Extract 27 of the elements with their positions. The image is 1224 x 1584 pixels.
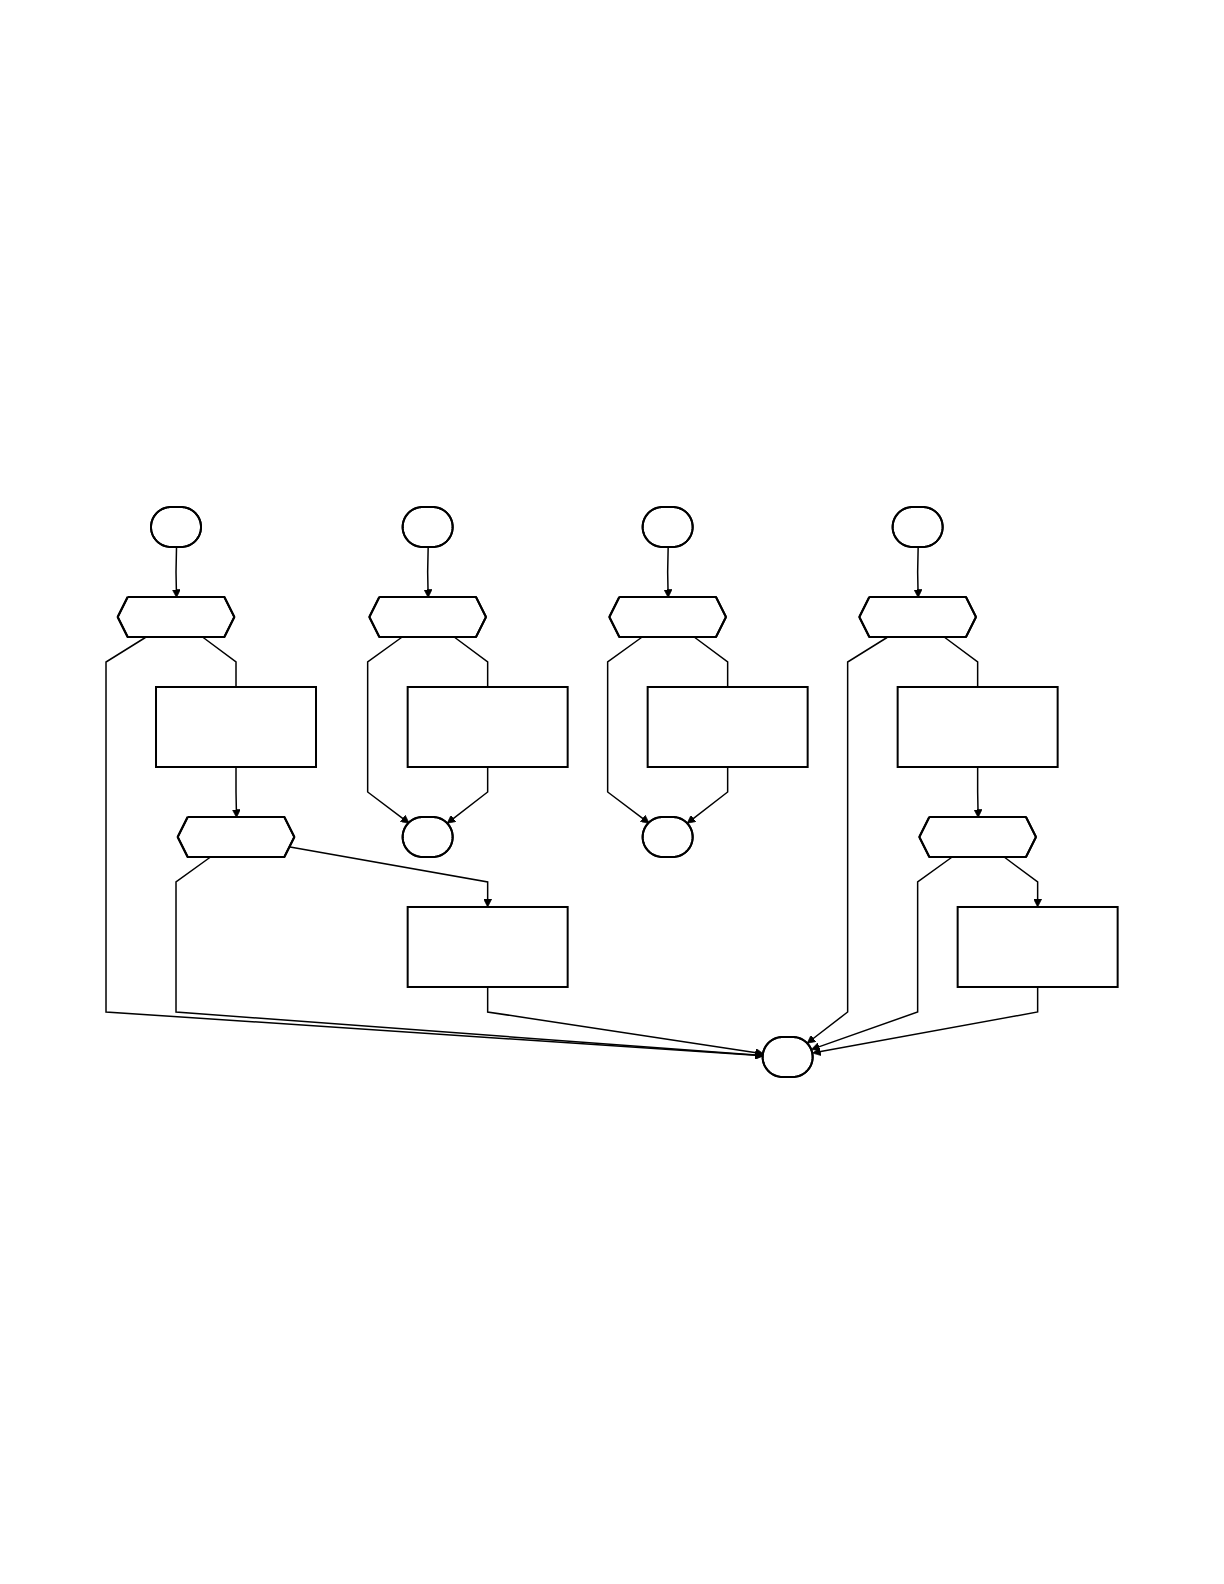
- arrow: [686, 766, 729, 824]
- arrow: [367, 636, 410, 824]
- node-box: [956, 906, 1119, 988]
- connector: [944, 636, 979, 688]
- connector: [694, 636, 729, 688]
- arrow: [607, 636, 650, 824]
- arrow: [232, 766, 241, 818]
- node-box: [896, 686, 1059, 768]
- arrow: [806, 636, 888, 1044]
- arrow: [446, 766, 489, 824]
- arrow: [175, 856, 764, 1060]
- connector: [454, 636, 489, 688]
- node-box: [155, 686, 318, 768]
- arrow: [913, 546, 923, 598]
- arrow: [105, 636, 764, 1060]
- arrow: [811, 856, 953, 1051]
- node-box: [646, 686, 809, 768]
- arrow: [423, 546, 433, 598]
- arrow: [812, 986, 1039, 1056]
- arrow: [973, 766, 983, 818]
- node-box: [406, 906, 569, 988]
- node-box: [406, 686, 569, 768]
- arrow: [663, 546, 673, 598]
- arrow: [172, 546, 181, 598]
- connector: [202, 636, 237, 688]
- arrow: [289, 846, 493, 908]
- arrow: [1004, 856, 1043, 908]
